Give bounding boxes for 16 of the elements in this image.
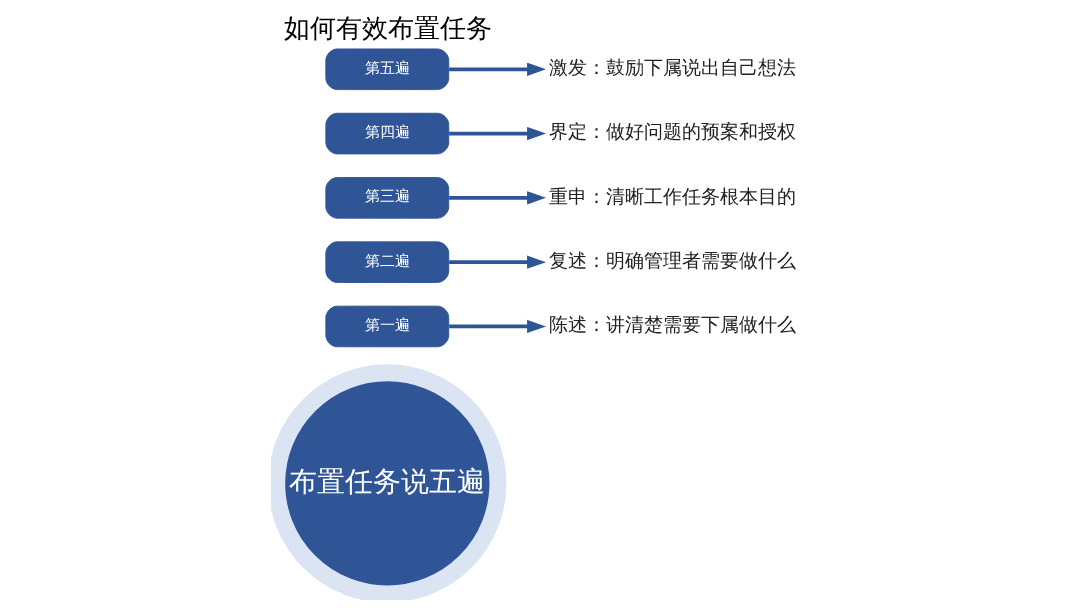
node-text: 激发：鼓励下属说出自己想法	[549, 56, 797, 78]
arrow	[449, 319, 547, 334]
arrow	[449, 255, 547, 269]
node-box: 第一遍	[325, 305, 450, 348]
diagram-title: 如何有效布置任务	[283, 12, 492, 44]
node-box: 第四遍	[325, 112, 450, 155]
node-text: 陈述：讲清楚需要下属做什么	[549, 313, 797, 336]
node-box: 第三遍	[325, 177, 450, 219]
node-text: 重申：清晰工作任务根本目的	[549, 184, 797, 207]
arrow	[449, 62, 547, 76]
node-box: 第二遍	[325, 241, 450, 283]
arrow	[449, 126, 547, 141]
node-text: 复述：明确管理者需要做什么	[549, 248, 797, 271]
node-text: 界定：做好问题的预案和授权	[549, 120, 797, 143]
node-box: 第五遍	[325, 48, 450, 91]
arrow	[449, 191, 547, 205]
